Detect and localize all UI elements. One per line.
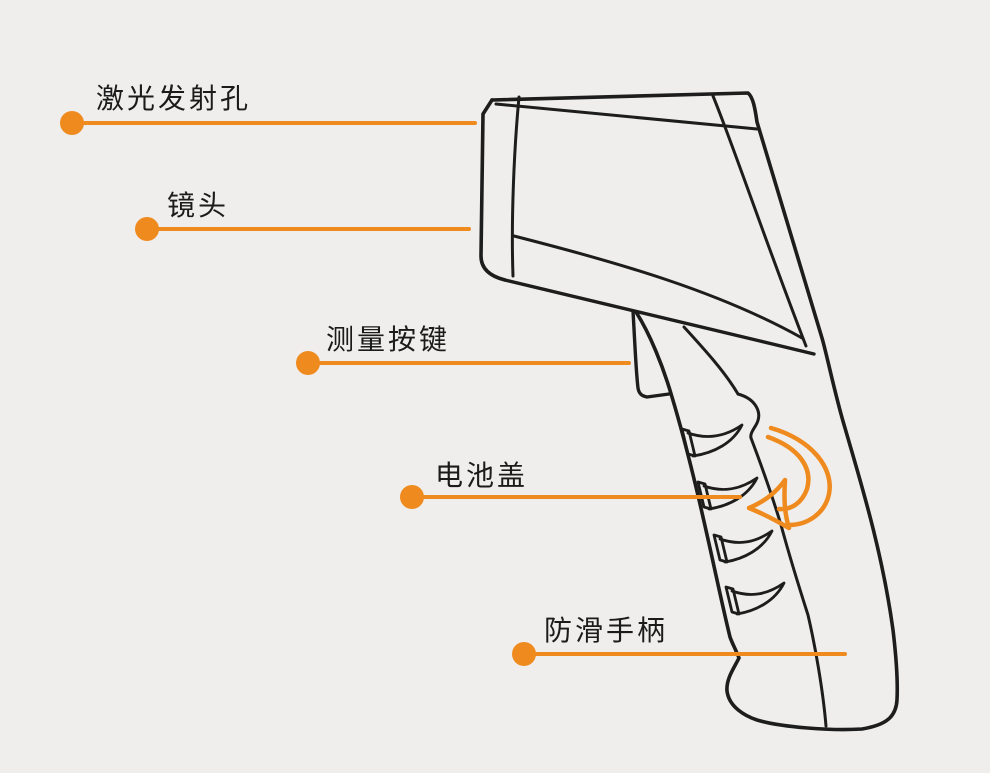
battery-catch-bump: [736, 392, 761, 440]
callout-line-lens: [147, 227, 471, 231]
inner-back-line: [711, 94, 808, 348]
callout-line-battery-cover: [412, 495, 742, 499]
gun-bottom-edge: [503, 278, 816, 356]
gun-front-edge: [479, 98, 507, 282]
battery-seam-lower: [749, 436, 828, 728]
gun-outer-outline: [490, 91, 900, 732]
lens-panel-line: [510, 95, 521, 278]
trigger-outline: [631, 309, 671, 399]
battery-cover-open-arrow-icon: [746, 425, 832, 531]
battery-seam-upper: [682, 325, 740, 396]
inner-bottom-line: [512, 234, 804, 340]
callout-label-lens: 镜头: [167, 191, 230, 222]
grip-fins: [680, 423, 786, 616]
callout-line-measure-button: [308, 361, 631, 365]
callout-label-anti-slip-handle: 防滑手柄: [544, 616, 669, 647]
top-panel-line: [494, 102, 759, 131]
callout-label-measure-button: 测量按键: [326, 325, 451, 356]
callout-label-battery-cover: 电池盖: [435, 461, 529, 492]
callout-line-laser-emitter: [72, 121, 477, 125]
callout-label-laser-emitter: 激光发射孔: [96, 84, 252, 115]
callout-line-anti-slip-handle: [524, 652, 847, 656]
